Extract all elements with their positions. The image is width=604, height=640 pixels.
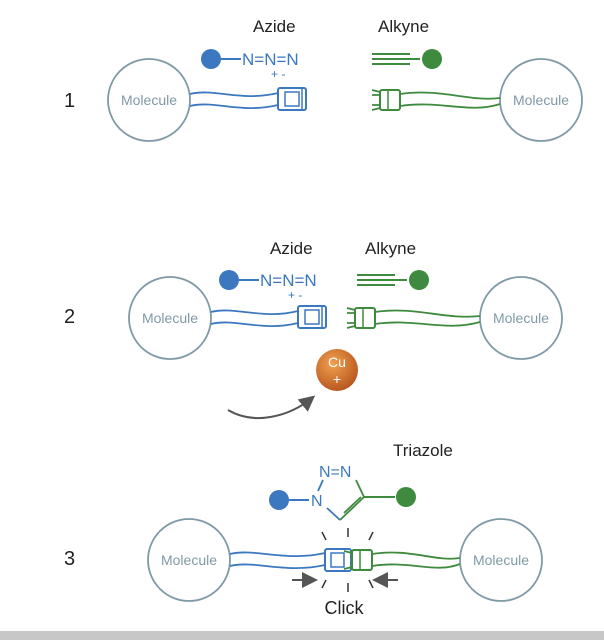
product-label: Triazole (393, 441, 453, 460)
ring-n-top: N=N (319, 464, 351, 481)
azide-substituent-dot (201, 49, 221, 69)
copper-catalyst-icon: Cu + (316, 349, 358, 391)
triazole-ring: N=N N (269, 464, 416, 521)
curved-arrow-icon (227, 395, 316, 419)
azide-charges: + - (288, 288, 302, 302)
buckle-male-icon (343, 549, 373, 571)
buckle-male-icon (371, 89, 401, 111)
azide-formula: N=N=N (242, 50, 299, 69)
molecule-left-label: Molecule (142, 310, 198, 326)
molecule-left (107, 58, 191, 142)
buckle-female-icon (297, 305, 327, 329)
azide-formula: N=N=N (260, 271, 317, 290)
alkyne-substituent-dot (409, 270, 429, 290)
step-number: 2 (64, 306, 75, 328)
azide-substituent-dot (269, 490, 289, 510)
molecule-right (459, 518, 543, 602)
catalyst-symbol: Cu (328, 354, 346, 370)
buckle-male-icon (346, 307, 376, 329)
alkyne-substituent-dot (422, 49, 442, 69)
molecule-left (128, 276, 212, 360)
molecule-left-label: Molecule (121, 92, 177, 108)
ring-n-left: N (311, 493, 323, 510)
molecule-right (499, 58, 583, 142)
molecule-left-label: Molecule (161, 552, 217, 568)
step-number: 3 (64, 548, 75, 570)
catalyst-charge: + (333, 371, 341, 387)
alkyne-label: Alkyne (365, 239, 416, 258)
step-1: 1 Azide Alkyne N=N=N + - Molecule Molecu… (64, 17, 583, 142)
click-label: Click (325, 598, 365, 618)
step-3: 3 Triazole N=N N Molecule Molecule (64, 441, 543, 618)
azide-label: Azide (253, 17, 296, 36)
molecule-right-label: Molecule (493, 310, 549, 326)
step-2: 2 Azide Alkyne N=N=N + - Molecule Molecu… (64, 239, 563, 419)
bottom-bar (0, 631, 604, 640)
azide-label: Azide (270, 239, 313, 258)
molecule-right (479, 276, 563, 360)
click-spark-icon (321, 528, 374, 592)
step-number: 1 (64, 90, 75, 112)
buckle-female-icon (277, 87, 307, 111)
alkyne-label: Alkyne (378, 17, 429, 36)
azide-substituent-dot (219, 270, 239, 290)
molecule-left (147, 518, 231, 602)
alkyne-substituent-dot (396, 487, 416, 507)
molecule-right-label: Molecule (473, 552, 529, 568)
azide-charges: + - (271, 67, 285, 81)
molecule-right-label: Molecule (513, 92, 569, 108)
